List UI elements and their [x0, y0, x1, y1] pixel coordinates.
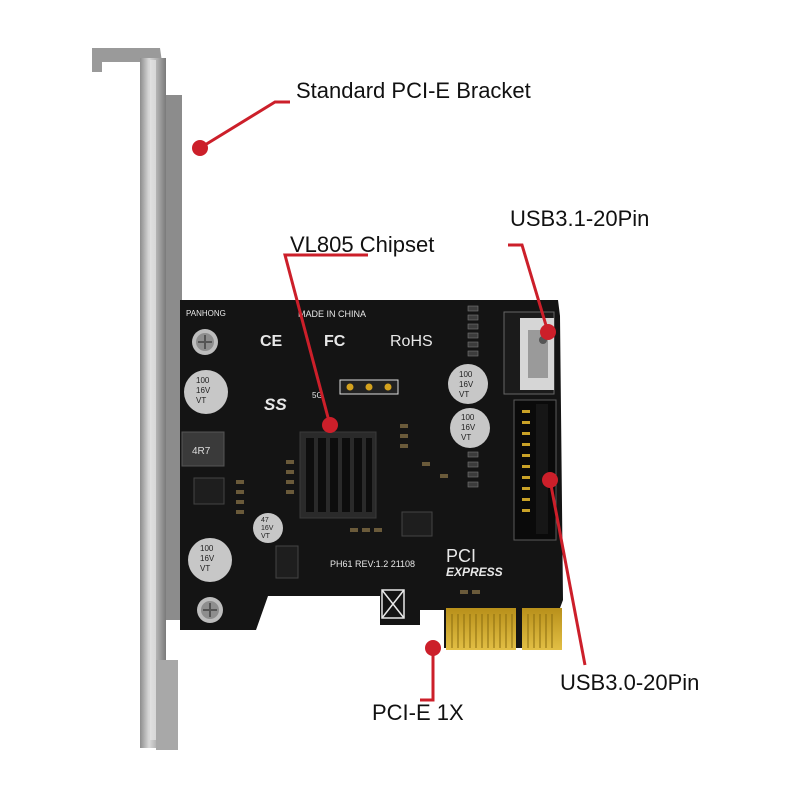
capacitor-right-bottom: 100 16V VT [450, 408, 490, 448]
svg-text:16V: 16V [196, 386, 211, 395]
leader-pcie [420, 648, 435, 702]
superspeed-5g: 5G [312, 391, 323, 400]
capacitor-left-bottom: 100 16V VT [188, 538, 232, 582]
ic-eeprom [401, 511, 433, 537]
pcie-bracket [92, 48, 182, 750]
fc-mark: FC [324, 333, 346, 350]
ic-regulator [193, 477, 225, 505]
brand-text: PANHONG [186, 309, 226, 318]
svg-text:16V: 16V [459, 380, 474, 389]
callout-leaders [199, 100, 587, 702]
callout-pcie-label: PCI-E 1X [372, 700, 464, 725]
dot-bracket [192, 140, 208, 156]
capacitor-right-top: 100 16V VT [448, 364, 488, 404]
ic-small [275, 545, 299, 579]
ce-mark: CE [260, 333, 283, 350]
weee-recycle-mark [381, 589, 405, 619]
svg-text:VT: VT [461, 433, 471, 442]
vl805-chipset-heatsink [299, 431, 377, 519]
screw-top [192, 329, 218, 355]
dot-chipset [322, 417, 338, 433]
svg-text:100: 100 [461, 413, 475, 422]
svg-text:VT: VT [196, 396, 206, 405]
screw-bottom [197, 597, 223, 623]
callout-dots [192, 140, 558, 656]
svg-text:47: 47 [261, 517, 269, 524]
leader-chipset [283, 253, 368, 426]
svg-text:VT: VT [200, 564, 210, 573]
capacitor-left-top: 100 16V VT [184, 370, 228, 414]
gold-fingers [446, 608, 562, 650]
usb30-20pin-connector [513, 399, 557, 541]
pci-logo: PCI [446, 546, 476, 566]
jumper-header [339, 379, 399, 395]
express-logo: EXPRESS [446, 565, 503, 579]
svg-text:16V: 16V [200, 554, 215, 563]
svg-text:100: 100 [196, 376, 210, 385]
svg-text:100: 100 [459, 370, 473, 379]
dot-pcie [425, 640, 441, 656]
made-in-text: MADE IN CHINA [298, 309, 366, 319]
superspeed-logo: SS [264, 395, 287, 414]
leader-usb31 [508, 243, 550, 333]
svg-text:VT: VT [459, 390, 469, 399]
callout-usb31-label: USB3.1-20Pin [510, 206, 650, 231]
leader-bracket [199, 100, 290, 150]
pcb-board: PANHONG MADE IN CHINA CE FC RoHS SS 5G P… [180, 300, 563, 650]
callout-chipset-label: VL805 Chipset [290, 232, 435, 257]
revision-text: PH61 REV:1.2 21108 [330, 559, 415, 569]
svg-text:16V: 16V [261, 525, 274, 532]
svg-text:VT: VT [261, 533, 271, 540]
svg-text:16V: 16V [461, 423, 476, 432]
pad-array [467, 305, 479, 488]
svg-text:4R7: 4R7 [192, 446, 211, 457]
dot-usb30 [542, 472, 558, 488]
rohs-mark: RoHS [390, 333, 433, 350]
leader-usb30 [548, 479, 587, 666]
callout-bracket-label: Standard PCI-E Bracket [296, 78, 531, 103]
smd-components [236, 424, 480, 594]
svg-text:100: 100 [200, 544, 214, 553]
inductor: 4R7 [181, 431, 225, 467]
callout-usb30-label: USB3.0-20Pin [560, 670, 700, 695]
dot-usb31 [540, 324, 556, 340]
capacitor-small: 47 16V VT [253, 513, 283, 543]
